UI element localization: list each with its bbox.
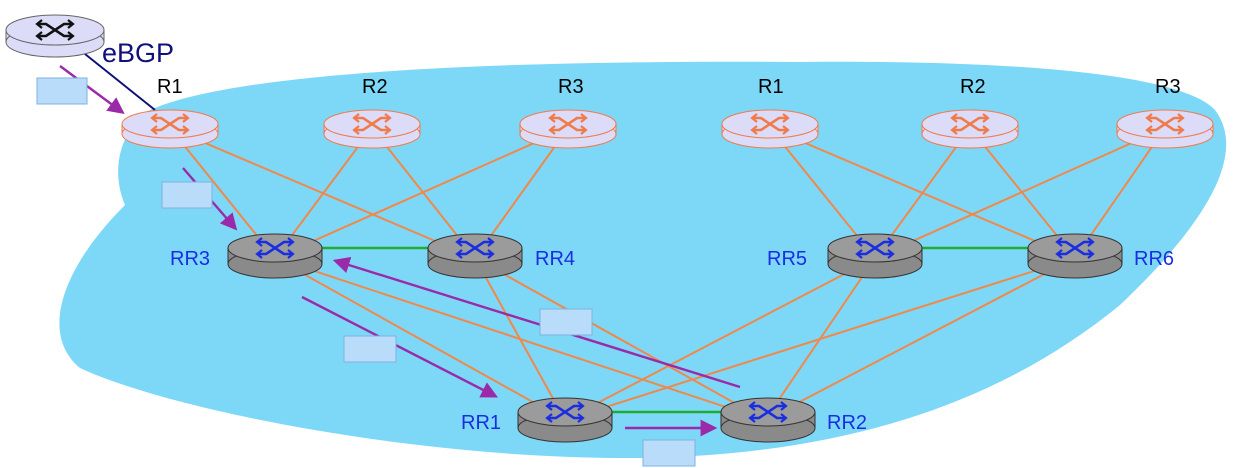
rr-label-rr3: RR3 — [170, 248, 210, 270]
router-label-r3-right: R3 — [1155, 76, 1181, 98]
route-reflector-rr3 — [227, 233, 323, 279]
route-reflector-rr2 — [720, 397, 816, 443]
update-message-icon — [161, 181, 213, 209]
client-router-r3-right — [1116, 109, 1214, 149]
rr-label-rr1: RR1 — [461, 412, 501, 434]
client-router-r1-left — [121, 109, 219, 149]
route-reflector-rr1 — [517, 397, 613, 443]
client-router-r2-right — [921, 109, 1019, 149]
rr-label-rr2: RR2 — [827, 412, 867, 434]
client-router-r1-right — [721, 109, 819, 149]
router-label-r3-left: R3 — [558, 76, 584, 98]
update-message-icon — [36, 77, 88, 105]
rr-label-rr5: RR5 — [767, 248, 807, 270]
update-message-icon — [642, 439, 696, 467]
router-label-r2-left: R2 — [362, 76, 388, 98]
ebgp-label: eBGP — [102, 38, 174, 68]
rr-label-rr4: RR4 — [535, 248, 575, 270]
client-router-r3-left — [519, 109, 617, 149]
update-message-boxes — [36, 77, 696, 467]
ebgp-link — [79, 49, 156, 111]
update-message-icon — [343, 335, 397, 363]
external-router — [5, 14, 105, 58]
router-label-r1-right: R1 — [758, 76, 784, 98]
rr-label-rr6: RR6 — [1134, 248, 1174, 270]
update-message-icon — [539, 308, 593, 336]
route-reflector-rr5 — [827, 233, 923, 279]
rr-mesh-links — [320, 246, 1030, 414]
router-label-r2-right: R2 — [960, 76, 986, 98]
update-arrows — [59, 65, 741, 437]
client-router-r2-left — [323, 109, 421, 149]
route-reflector-rr4 — [427, 233, 523, 279]
route-reflector-rr6 — [1027, 233, 1123, 279]
router-label-r1-left: R1 — [157, 76, 183, 98]
